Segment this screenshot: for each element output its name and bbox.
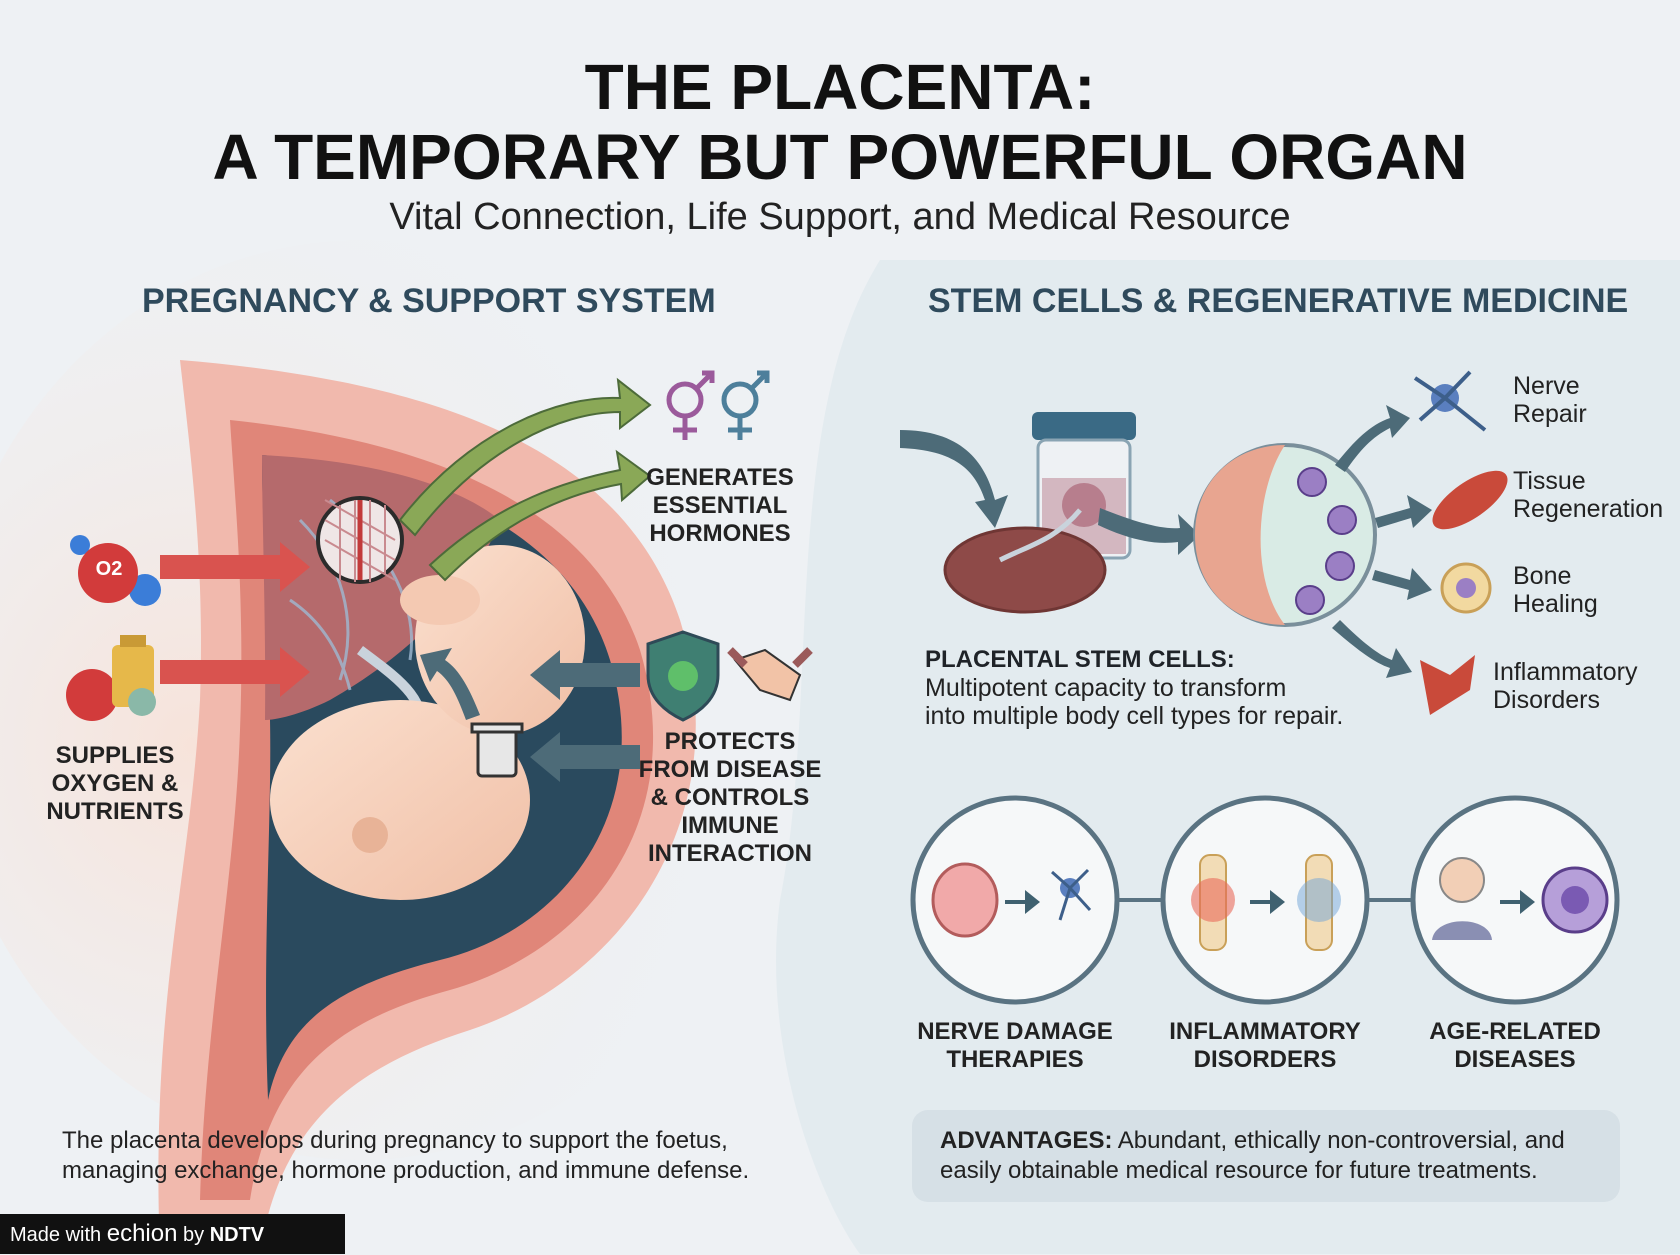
supply-arrows — [160, 542, 310, 697]
outcome-icons — [1413, 370, 1508, 715]
stem-cells-title: PLACENTAL STEM CELLS: — [925, 646, 1235, 673]
therapy-icons — [931, 854, 1609, 951]
placenta-in-arrow — [900, 430, 1008, 528]
o2-molecule — [70, 535, 161, 606]
o2-label: O2 — [95, 558, 123, 580]
outcome-arrows — [1332, 405, 1432, 678]
placenta-disc — [943, 526, 1107, 614]
advantages-box-bg — [912, 1110, 1620, 1202]
uterus-illustration — [158, 360, 696, 1254]
hormone-arrows — [398, 377, 652, 582]
ndtv-logo: NDTV — [209, 1224, 265, 1246]
advantages-text: ADVANTAGES: Abundant, ethically non-cont… — [940, 1127, 1565, 1184]
stem-cells-description: PLACENTAL STEM CELLS: Multipotent capaci… — [925, 646, 1425, 730]
left-description: The placenta develops during pregnancy t… — [62, 1127, 750, 1184]
cell-magnified-view — [1193, 443, 1377, 627]
page-title: THE PLACENTA: A TEMPORARY BUT POWERFUL O… — [212, 51, 1468, 193]
protection-icons — [646, 630, 813, 722]
nutrients-icons — [66, 635, 156, 721]
page-subtitle: Vital Connection, Life Support, and Medi… — [389, 196, 1291, 238]
advantages-label: ADVANTAGES: — [940, 1127, 1113, 1154]
made-with-badge[interactable]: Made with echion by NDTV — [0, 1214, 345, 1254]
left-section-heading: PREGNANCY & SUPPORT SYSTEM — [142, 282, 716, 320]
right-section-heading: STEM CELLS & REGENERATIVE MEDICINE — [928, 282, 1629, 320]
hormone-symbols — [666, 370, 770, 440]
echion-logo: echion — [106, 1220, 178, 1247]
protect-arrows — [420, 648, 640, 782]
